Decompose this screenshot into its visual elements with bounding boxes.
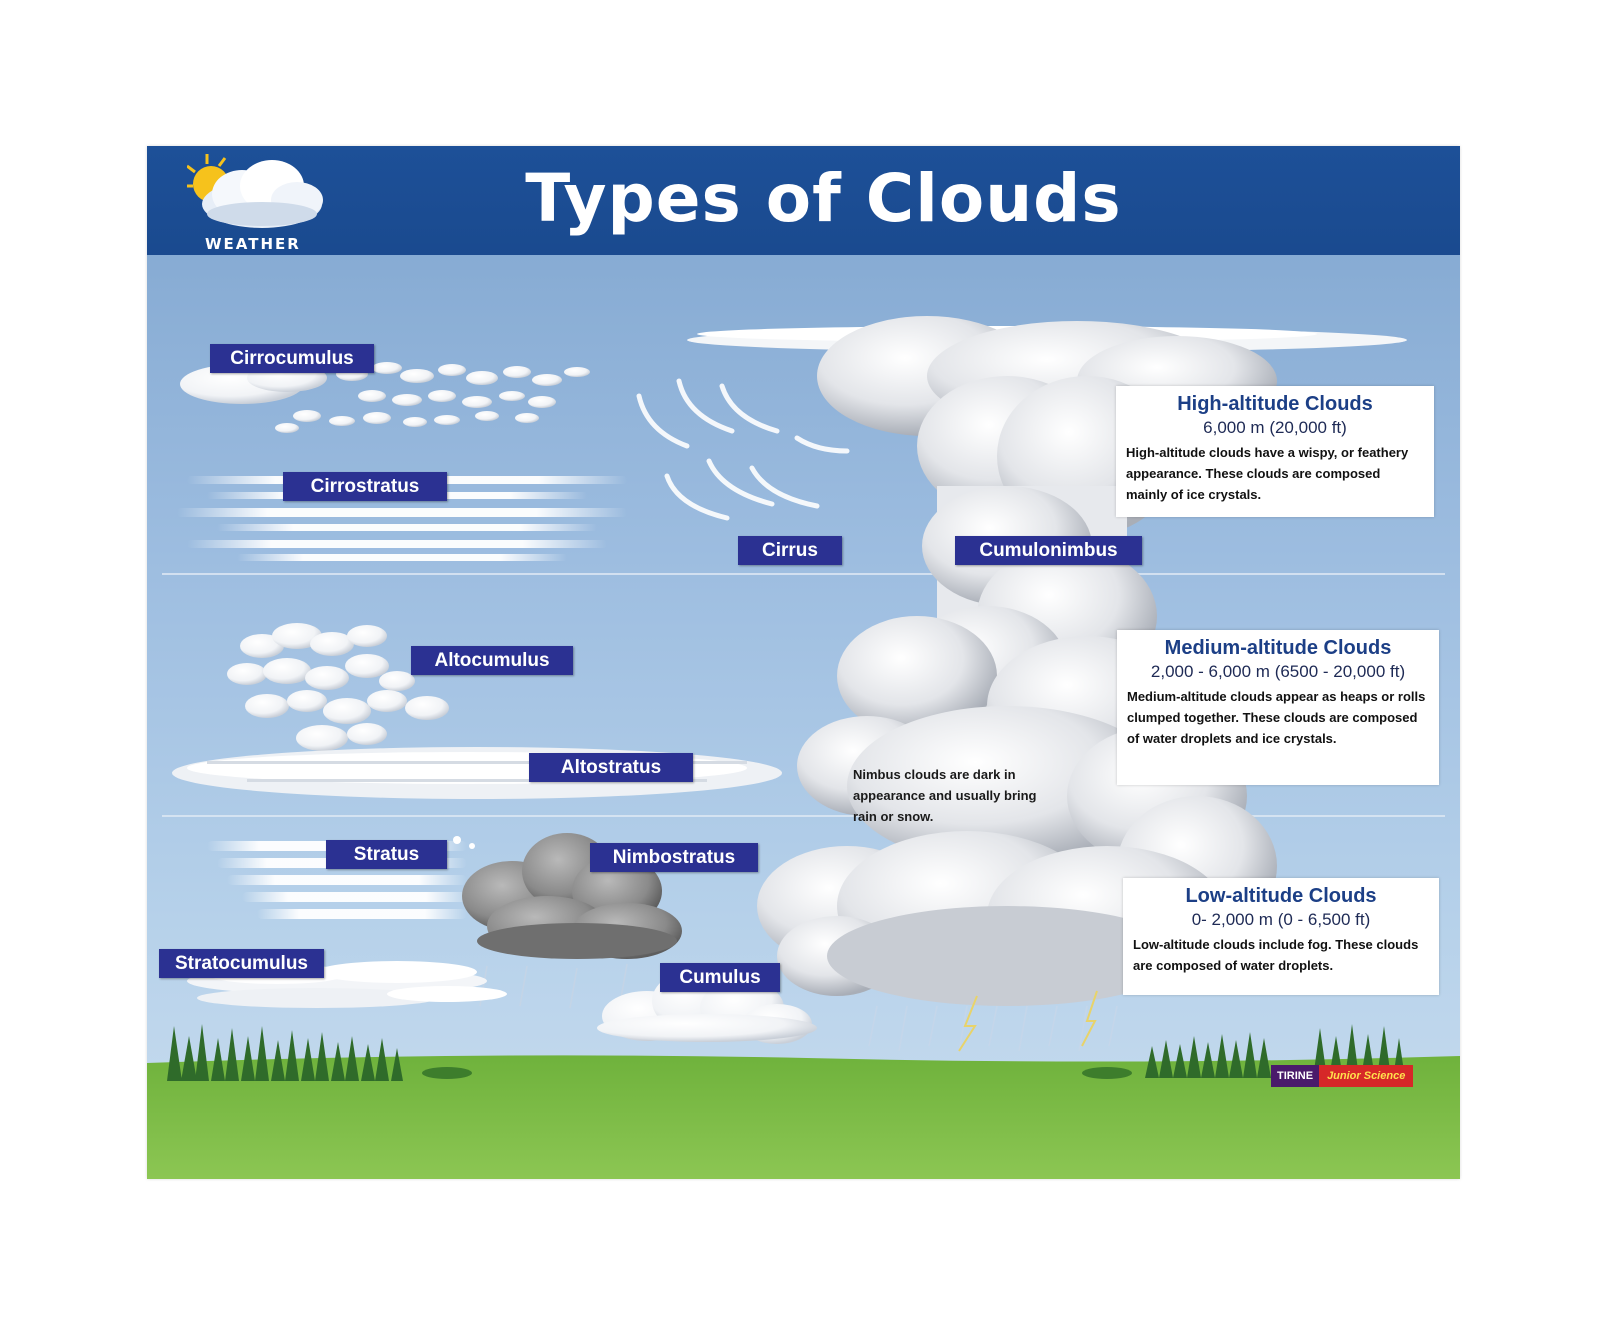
info-low-altitude-range: 0- 2,000 m (0 - 6,500 ft) xyxy=(1133,908,1429,932)
label-cirrostratus: Cirrostratus xyxy=(283,472,447,501)
nimbus-note: Nimbus clouds are dark in appearance and… xyxy=(853,764,1063,827)
poster: WEATHER Types of Clouds Cirrocumulus Cir… xyxy=(147,146,1460,1179)
label-stratus: Stratus xyxy=(326,840,447,869)
bush xyxy=(422,1067,472,1079)
label-altocumulus: Altocumulus xyxy=(411,646,573,675)
label-nimbostratus: Nimbostratus xyxy=(590,843,758,872)
info-medium-altitude: Medium-altitude Clouds 2,000 - 6,000 m (… xyxy=(1117,630,1439,785)
info-high-altitude: High-altitude Clouds 6,000 m (20,000 ft)… xyxy=(1116,386,1434,517)
logo-text: WEATHER xyxy=(205,235,301,253)
label-cumulonimbus: Cumulonimbus xyxy=(955,536,1142,565)
label-stratocumulus: Stratocumulus xyxy=(159,949,324,978)
label-altostratus: Altostratus xyxy=(529,753,693,782)
altocumulus-cloud xyxy=(227,623,449,751)
bush xyxy=(1082,1067,1132,1079)
info-high-altitude-range: 6,000 m (20,000 ft) xyxy=(1126,416,1424,440)
brand-logo: TIRINE Junior Science xyxy=(1271,1065,1413,1087)
brand-tagline: Junior Science xyxy=(1319,1065,1413,1087)
info-medium-heading: Medium-altitude Clouds xyxy=(1127,636,1429,660)
info-high-heading: High-altitude Clouds xyxy=(1126,392,1424,416)
info-high-description: High-altitude clouds have a wispy, or fe… xyxy=(1126,442,1424,505)
page-title: Types of Clouds xyxy=(147,160,1460,237)
info-low-description: Low-altitude clouds include fog. These c… xyxy=(1133,934,1429,976)
label-cumulus: Cumulus xyxy=(660,963,780,992)
info-medium-altitude-range: 2,000 - 6,000 m (6500 - 20,000 ft) xyxy=(1127,660,1429,684)
info-medium-description: Medium-altitude clouds appear as heaps o… xyxy=(1127,686,1429,749)
label-cirrocumulus: Cirrocumulus xyxy=(210,344,374,373)
brand-name: TIRINE xyxy=(1271,1065,1319,1087)
cirrus-cloud xyxy=(639,381,847,518)
label-cirrus: Cirrus xyxy=(738,536,842,565)
info-low-heading: Low-altitude Clouds xyxy=(1133,884,1429,908)
info-low-altitude: Low-altitude Clouds 0- 2,000 m (0 - 6,50… xyxy=(1123,878,1439,995)
header-bar: WEATHER Types of Clouds xyxy=(147,146,1460,255)
